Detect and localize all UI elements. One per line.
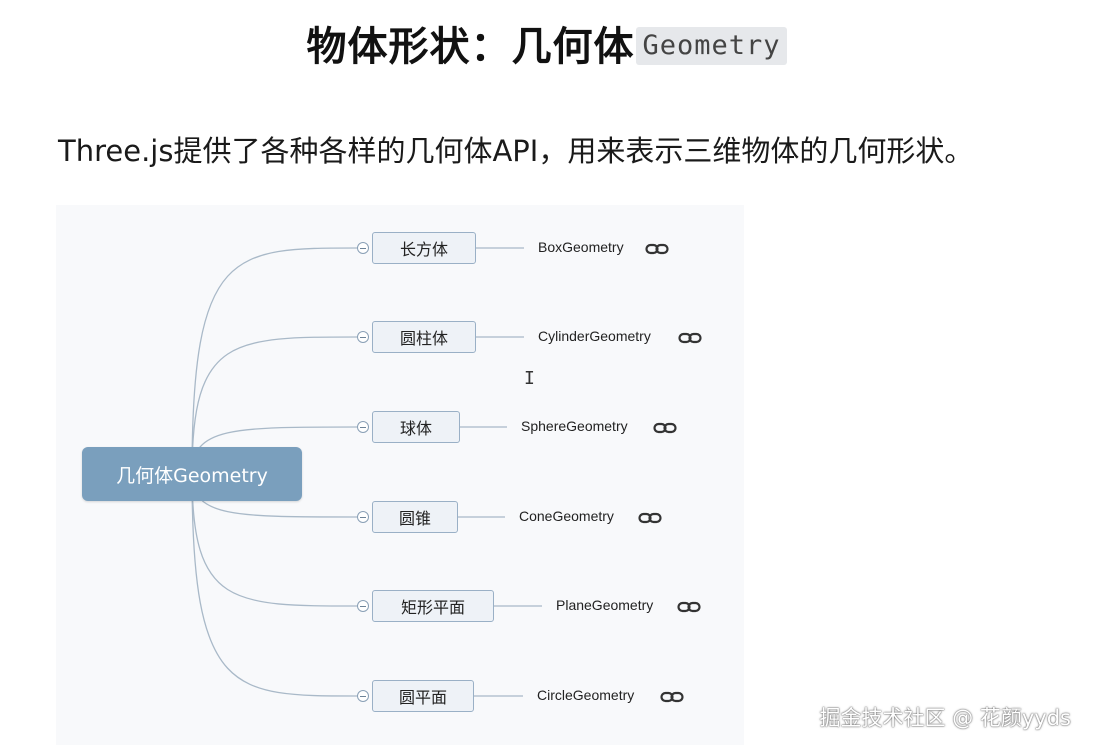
edge-root-to-0 [191, 247, 358, 475]
link-icon[interactable] [638, 512, 662, 524]
branch-node[interactable]: 矩形平面 [372, 590, 494, 622]
page-subtitle: Three.js提供了各种各样的几何体API，用来表示三维物体的几何形状。 [58, 134, 974, 168]
edge-root-to-5 [191, 473, 358, 697]
watermark: 掘金技术社区 @ 花颜yyds [819, 706, 1071, 730]
branch-node[interactable]: 圆锥 [372, 501, 458, 533]
edge-root-to-4 [191, 473, 358, 607]
link-icon[interactable] [645, 243, 669, 255]
branch-node[interactable]: 圆柱体 [372, 321, 476, 353]
link-icon[interactable] [653, 422, 677, 434]
collapse-minus-icon[interactable] [357, 421, 369, 433]
branch-node[interactable]: 球体 [372, 411, 460, 443]
title-code: Geometry [636, 27, 787, 65]
collapse-minus-icon[interactable] [357, 242, 369, 254]
link-icon[interactable] [678, 332, 702, 344]
mindmap-root-node[interactable]: 几何体Geometry [82, 447, 302, 501]
branch-node[interactable]: 圆平面 [372, 680, 474, 712]
collapse-minus-icon[interactable] [357, 511, 369, 523]
edge-root-to-1 [191, 336, 358, 475]
collapse-minus-icon[interactable] [357, 690, 369, 702]
leaf-label: PlaneGeometry [556, 597, 654, 613]
title-text: 物体形状：几何体 [306, 24, 635, 70]
branch-node[interactable]: 长方体 [372, 232, 476, 264]
text-cursor-icon: I [524, 368, 535, 389]
leaf-label: SphereGeometry [521, 418, 628, 434]
leaf-label: ConeGeometry [519, 508, 614, 524]
leaf-label: CircleGeometry [537, 687, 635, 703]
link-icon[interactable] [677, 601, 701, 613]
link-icon[interactable] [660, 691, 684, 703]
collapse-minus-icon[interactable] [357, 600, 369, 612]
leaf-label: CylinderGeometry [538, 328, 651, 344]
leaf-label: BoxGeometry [538, 239, 624, 255]
collapse-minus-icon[interactable] [357, 331, 369, 343]
